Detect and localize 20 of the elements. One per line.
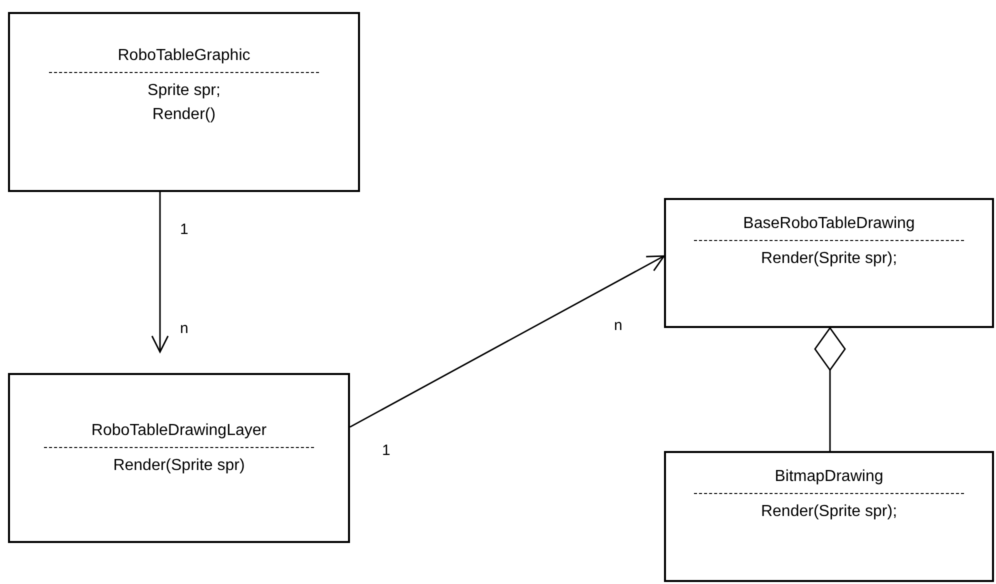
class-member: Render() xyxy=(152,105,216,125)
multiplicity-label: n xyxy=(180,320,188,337)
arrow xyxy=(350,255,665,428)
class-member: Render(Sprite spr) xyxy=(113,456,245,476)
class-name: BitmapDrawing xyxy=(774,467,884,487)
class-box xyxy=(8,373,350,543)
class-name: RoboTableGraphic xyxy=(118,46,250,66)
multiplicity-label: 1 xyxy=(180,221,188,238)
class-box xyxy=(664,451,994,582)
class-name: BaseRoboTableDrawing xyxy=(743,214,915,234)
multiplicity-label: n xyxy=(614,317,622,334)
class-box xyxy=(664,198,994,328)
class-name: RoboTableDrawingLayer xyxy=(91,421,267,441)
class-box xyxy=(8,12,360,192)
class-member: Render(Sprite spr); xyxy=(760,502,898,522)
arrow xyxy=(151,192,169,353)
class-member: Sprite spr; xyxy=(148,81,220,101)
aggregation-line xyxy=(814,327,846,451)
class-member: Render(Sprite spr); xyxy=(760,249,898,269)
multiplicity-label: 1 xyxy=(382,442,390,459)
